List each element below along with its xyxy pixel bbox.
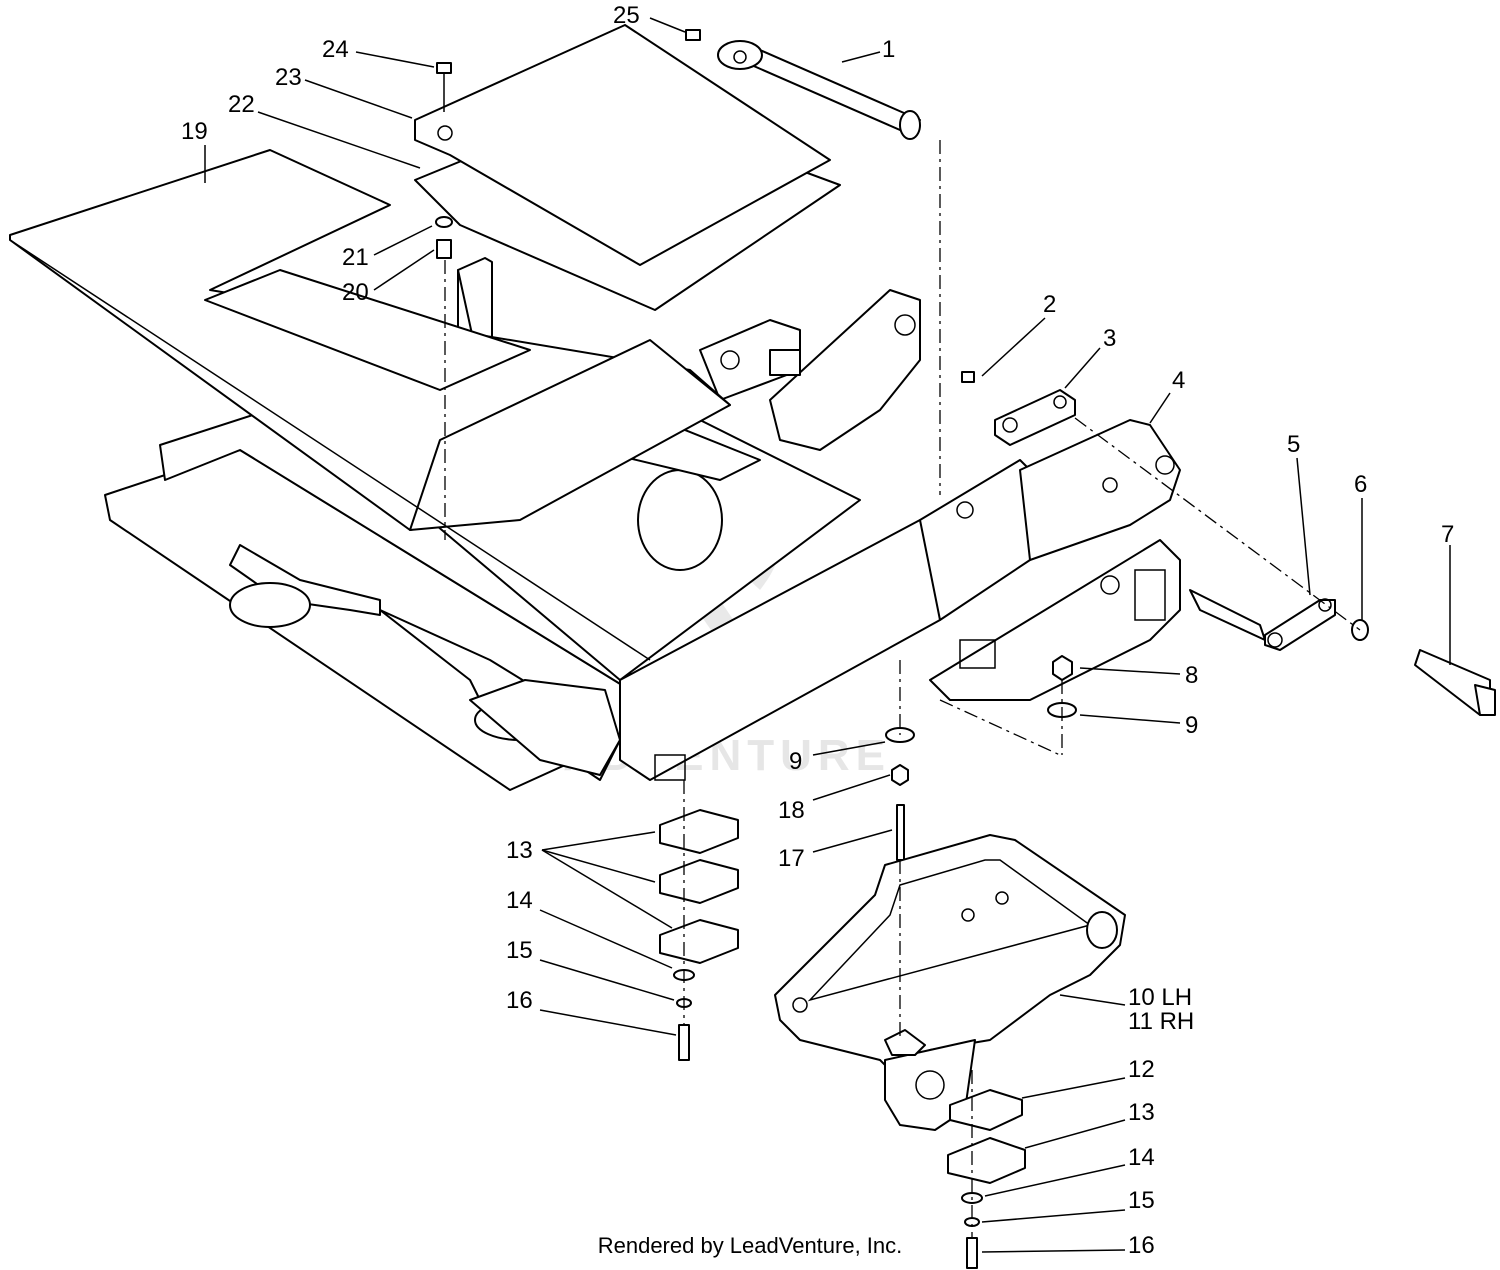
callout-labels: 1 2 3 4 5 6 7 8 9 9 10 LH 11 RH 12 13 13… <box>181 2 1454 1259</box>
callout-15-right: 15 <box>1128 1187 1155 1214</box>
callout-12: 12 <box>1128 1056 1155 1083</box>
callout-13-left: 13 <box>506 837 533 864</box>
callout-16-left: 16 <box>506 987 533 1014</box>
callout-19: 19 <box>181 118 208 145</box>
seat-plates <box>414 24 841 311</box>
callout-23: 23 <box>275 64 302 91</box>
callout-1: 1 <box>882 36 895 63</box>
lower-mount-bracket <box>774 834 1126 1131</box>
pivot-link <box>1189 589 1496 716</box>
callout-20: 20 <box>342 279 369 306</box>
callout-13-right: 13 <box>1128 1099 1155 1126</box>
link-plate <box>961 371 1076 446</box>
callout-17: 17 <box>778 845 805 872</box>
callout-11-rh: 11 RH <box>1128 1008 1194 1035</box>
callout-8: 8 <box>1185 662 1198 689</box>
callout-4: 4 <box>1172 367 1185 394</box>
top-hardware <box>435 29 701 259</box>
footer-credit: Rendered by LeadVenture, Inc. <box>597 1233 903 1258</box>
callout-22: 22 <box>228 91 255 118</box>
callout-7: 7 <box>1441 521 1454 548</box>
callout-10-lh: 10 LH <box>1128 984 1192 1011</box>
callout-24: 24 <box>322 36 349 63</box>
callout-18: 18 <box>778 797 805 824</box>
callout-16-right: 16 <box>1128 1232 1155 1259</box>
callout-3: 3 <box>1103 325 1116 352</box>
assembly-lines <box>444 140 1361 1238</box>
callout-21: 21 <box>342 244 369 271</box>
floor-pan <box>9 149 731 661</box>
callout-5: 5 <box>1287 431 1300 458</box>
callout-9-center: 9 <box>789 748 802 775</box>
pivot-pin <box>717 40 921 140</box>
callout-6: 6 <box>1354 471 1367 498</box>
callout-2: 2 <box>1043 291 1056 318</box>
callout-9-right: 9 <box>1185 712 1198 739</box>
callout-14-left: 14 <box>506 887 533 914</box>
callout-15-left: 15 <box>506 937 533 964</box>
left-spacer-stack <box>659 809 739 1061</box>
callout-25: 25 <box>613 2 640 29</box>
leader-lines <box>204 17 1451 1253</box>
right-spacer-stack <box>947 1089 1026 1269</box>
callout-14-right: 14 <box>1128 1144 1155 1171</box>
